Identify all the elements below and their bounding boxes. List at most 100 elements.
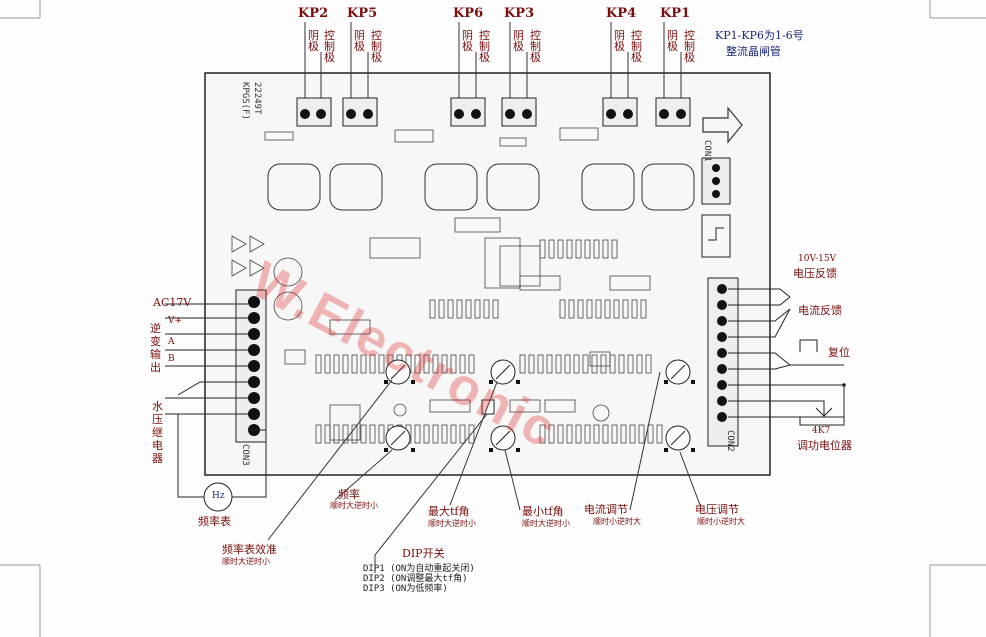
resistor	[631, 299, 638, 319]
resistor	[438, 299, 445, 319]
kp5-label: KP5	[347, 6, 378, 21]
kp-note-line1: KP1-KP6为1-6号	[715, 29, 804, 42]
power-pot-label: 调功电位器	[797, 439, 852, 452]
flow-arrow-icon	[702, 106, 743, 144]
resistor	[584, 424, 591, 444]
left-wiring	[165, 303, 267, 498]
resistor	[620, 424, 627, 444]
resistor	[342, 424, 349, 444]
resistor	[582, 354, 589, 374]
resistor	[360, 424, 367, 444]
resistor	[465, 299, 472, 319]
ac17v-label: AC17V	[153, 296, 192, 309]
resistor	[636, 354, 643, 374]
resistor	[378, 424, 385, 444]
kp1-terminal	[655, 97, 691, 127]
dip2-desc: DIP2 (ON调整最大tf角)	[363, 574, 468, 584]
resistor	[611, 239, 618, 259]
a-label: A	[168, 337, 175, 347]
voltage-feedback-label: 电压反馈	[793, 267, 837, 280]
voltage-adjust-label: 电压调节	[695, 503, 739, 516]
min-tf-label: 最小tf角	[522, 505, 564, 518]
resistor	[423, 424, 430, 444]
resistor	[492, 299, 499, 319]
resistor	[593, 424, 600, 444]
resistor	[423, 354, 430, 374]
con2-connector	[707, 277, 739, 447]
resistor	[483, 299, 490, 319]
right-wiring	[728, 288, 845, 426]
resistor	[450, 354, 457, 374]
resistor	[629, 424, 636, 444]
resistor	[559, 299, 566, 319]
resistor	[600, 354, 607, 374]
kp1-label: KP1	[660, 6, 691, 21]
resistor	[566, 424, 573, 444]
resistor	[539, 424, 546, 444]
kp4-cathode: 阴极	[614, 29, 625, 53]
pot-value-label: 4K7	[812, 426, 831, 436]
con1-label: CON1	[702, 140, 712, 162]
resistor	[575, 424, 582, 444]
resistor	[557, 239, 564, 259]
resistor	[611, 424, 618, 444]
current-adjust-dir: 顺时小逆时大	[593, 517, 641, 526]
resistor	[378, 354, 385, 374]
kp6-label: KP6	[453, 6, 484, 21]
resistor	[342, 354, 349, 374]
resistor	[584, 239, 591, 259]
reset-label: 复位	[828, 346, 850, 359]
max-tf-dir: 顺时大逆时小	[428, 519, 476, 528]
resistor	[602, 424, 609, 444]
kp3-gate: 控制极	[530, 29, 541, 64]
kp1-cathode: 阴极	[667, 29, 678, 53]
resistor	[640, 299, 647, 319]
kp3-cathode: 阴极	[513, 29, 524, 53]
resistor	[539, 239, 546, 259]
pot-direction-marks	[384, 380, 695, 452]
current-feedback-label: 电流反馈	[798, 304, 842, 317]
components	[231, 127, 651, 441]
kp2-terminal	[296, 97, 332, 127]
resistor	[564, 354, 571, 374]
resistor	[456, 299, 463, 319]
resistor	[459, 424, 466, 444]
resistor	[441, 354, 448, 374]
con3-label: CON3	[240, 444, 250, 466]
water-pressure-relay-label: 水压继电器	[152, 400, 163, 465]
resistor	[333, 354, 340, 374]
resistor	[647, 424, 654, 444]
resistor	[557, 424, 564, 444]
resistor	[627, 354, 634, 374]
resistor	[537, 354, 544, 374]
resistor	[441, 424, 448, 444]
dip1-desc: DIP1 (ON为自动重起关闭)	[363, 564, 475, 574]
dip-switch	[481, 399, 495, 415]
max-tf-label: 最大tf角	[428, 505, 470, 518]
resistor	[447, 299, 454, 319]
resistor	[573, 354, 580, 374]
b-label: B	[168, 354, 175, 364]
resistor	[468, 354, 475, 374]
freq-cal-label: 频率表效准	[222, 543, 277, 556]
trimmer-pots	[385, 359, 691, 451]
kp-note-line2: 整流晶闸管	[726, 45, 781, 58]
resistor	[432, 424, 439, 444]
resistor	[360, 354, 367, 374]
kp2-cathode: 阴极	[308, 29, 319, 53]
resistor	[351, 424, 358, 444]
kp4-gate: 控制极	[631, 29, 642, 64]
resistor	[315, 424, 322, 444]
dip-switch-label: DIP开关	[402, 547, 445, 560]
resistor	[622, 299, 629, 319]
kp6-cathode: 阴极	[462, 29, 473, 53]
kp3-label: KP3	[504, 6, 535, 21]
range-label: 10V-15V	[798, 254, 837, 264]
freq-meter-label: 频率表	[198, 515, 231, 528]
kp5-terminal	[342, 97, 378, 127]
resistor	[474, 299, 481, 319]
con3-connector	[235, 289, 267, 443]
board-model-1: 22249T	[252, 82, 262, 115]
